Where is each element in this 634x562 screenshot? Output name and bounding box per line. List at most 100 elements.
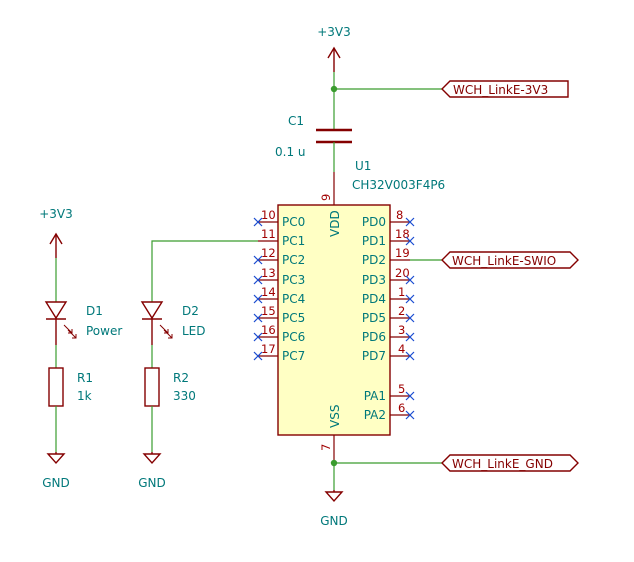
pin-pc0: 10 PC0	[253, 208, 305, 229]
led-icon	[140, 301, 164, 320]
resistor-icon	[144, 367, 160, 407]
pin-pc5: 15 PC5	[253, 304, 305, 325]
svg-text:19: 19	[395, 246, 410, 260]
global-label-link-3v3-text: WCH_LinkE-3V3	[453, 83, 548, 97]
no-connect-icon	[253, 332, 263, 342]
svg-text:14: 14	[261, 285, 276, 299]
svg-text:10: 10	[261, 208, 276, 222]
svg-text:1: 1	[398, 285, 405, 299]
capacitor-ref: C1	[288, 114, 304, 128]
gnd-r1-label: GND	[42, 476, 70, 490]
svg-text:PD7: PD7	[362, 349, 386, 363]
svg-text:17: 17	[261, 342, 276, 356]
svg-text:PD3: PD3	[362, 273, 386, 287]
svg-text:8: 8	[396, 208, 403, 222]
svg-text:15: 15	[261, 304, 276, 318]
svg-text:5: 5	[398, 382, 405, 396]
mcu-ref: U1	[355, 159, 371, 173]
resistor-r1: R1 1k	[48, 367, 93, 407]
svg-text:PD4: PD4	[362, 292, 386, 306]
pin-pc4: 14 PC4	[253, 285, 305, 306]
led-d1: D1 Power	[44, 301, 122, 345]
led-d2-ref: D2	[182, 304, 199, 318]
global-label-link-3v3: WCH_LinkE-3V3	[441, 80, 569, 98]
pin-pd5: 2 PD5	[362, 304, 415, 325]
svg-text:PC0: PC0	[282, 215, 305, 229]
mcu-value: CH32V003F4P6	[352, 178, 445, 192]
vss-pin-number: 7	[319, 444, 333, 451]
mcu-body	[277, 204, 391, 436]
pin-pd4: 1 PD4	[362, 285, 415, 306]
svg-text:12: 12	[261, 246, 276, 260]
no-connect-icon	[253, 275, 263, 285]
vdd-pin-number: 9	[319, 194, 333, 201]
pin-pd6: 3 PD6	[362, 323, 415, 344]
svg-text:2: 2	[398, 304, 405, 318]
resistor-icon	[48, 367, 64, 407]
power-3v3-top-label: +3V3	[317, 25, 351, 39]
global-label-link-swio-text: WCH_LinkE-SWIO	[452, 254, 556, 268]
resistor-r2-value: 330	[173, 389, 196, 403]
led-d2-value: LED	[182, 324, 206, 338]
svg-text:PC5: PC5	[282, 311, 305, 325]
pin-pa1: 5 PA1	[364, 382, 415, 403]
ground-icon	[142, 453, 162, 465]
no-connect-icon	[405, 313, 415, 323]
svg-text:PA2: PA2	[364, 408, 386, 422]
svg-text:PA1: PA1	[364, 389, 386, 403]
ground-icon	[46, 453, 66, 465]
capacitor-c1: C1 0.1 u	[275, 114, 352, 159]
svg-text:3: 3	[398, 323, 405, 337]
no-connect-icon	[405, 236, 415, 246]
pin-pc1: 11 PC1	[258, 227, 305, 248]
no-connect-icon	[253, 294, 263, 304]
no-connect-icon	[253, 217, 263, 227]
pin-pd7: 4 PD7	[362, 342, 415, 363]
svg-text:PD0: PD0	[362, 215, 386, 229]
svg-text:PC6: PC6	[282, 330, 305, 344]
led-d2: D2 LED	[140, 301, 206, 345]
global-label-link-gnd-text: WCH_LinkE_GND	[452, 457, 553, 471]
junction-dot	[330, 85, 338, 93]
svg-text:PC2: PC2	[282, 253, 305, 267]
global-label-link-swio: WCH_LinkE-SWIO	[441, 251, 579, 269]
resistor-r1-ref: R1	[77, 371, 93, 385]
pin-pd0: 8 PD0	[362, 208, 415, 229]
no-connect-icon	[405, 410, 415, 420]
gnd-symbol-r1: GND	[42, 452, 70, 490]
svg-text:PC3: PC3	[282, 273, 305, 287]
svg-text:PC4: PC4	[282, 292, 305, 306]
svg-text:16: 16	[261, 323, 276, 337]
pin-pd1: 18 PD1	[362, 227, 415, 248]
svg-text:PD5: PD5	[362, 311, 386, 325]
power-3v3-led: +3V3	[39, 207, 73, 258]
gnd-r2-label: GND	[138, 476, 166, 490]
power-3v3-top: +3V3	[317, 25, 351, 72]
gnd-symbol-u1: GND	[320, 490, 348, 528]
pin-pa2: 6 PA2	[364, 401, 415, 422]
svg-text:4: 4	[398, 342, 405, 356]
resistor-r2: R2 330	[144, 367, 196, 407]
gnd-symbol-r2: GND	[138, 452, 166, 490]
no-connect-icon	[405, 351, 415, 361]
pin-pc3: 13 PC3	[253, 266, 305, 287]
svg-text:PC7: PC7	[282, 349, 305, 363]
no-connect-icon	[253, 351, 263, 361]
svg-text:PD1: PD1	[362, 234, 386, 248]
no-connect-icon	[405, 332, 415, 342]
no-connect-icon	[405, 391, 415, 401]
svg-text:13: 13	[261, 266, 276, 280]
ground-icon	[324, 491, 344, 503]
no-connect-icon	[253, 313, 263, 323]
junction-dot	[330, 459, 338, 467]
capacitor-value: 0.1 u	[275, 145, 306, 159]
pin-pd2: 19 PD2	[362, 246, 410, 267]
no-connect-icon	[405, 217, 415, 227]
power-3v3-led-label: +3V3	[39, 207, 73, 221]
svg-text:PD6: PD6	[362, 330, 386, 344]
svg-text:PC1: PC1	[282, 234, 305, 248]
no-connect-icon	[253, 255, 263, 265]
svg-text:6: 6	[398, 401, 405, 415]
led-d1-value: Power	[86, 324, 122, 338]
